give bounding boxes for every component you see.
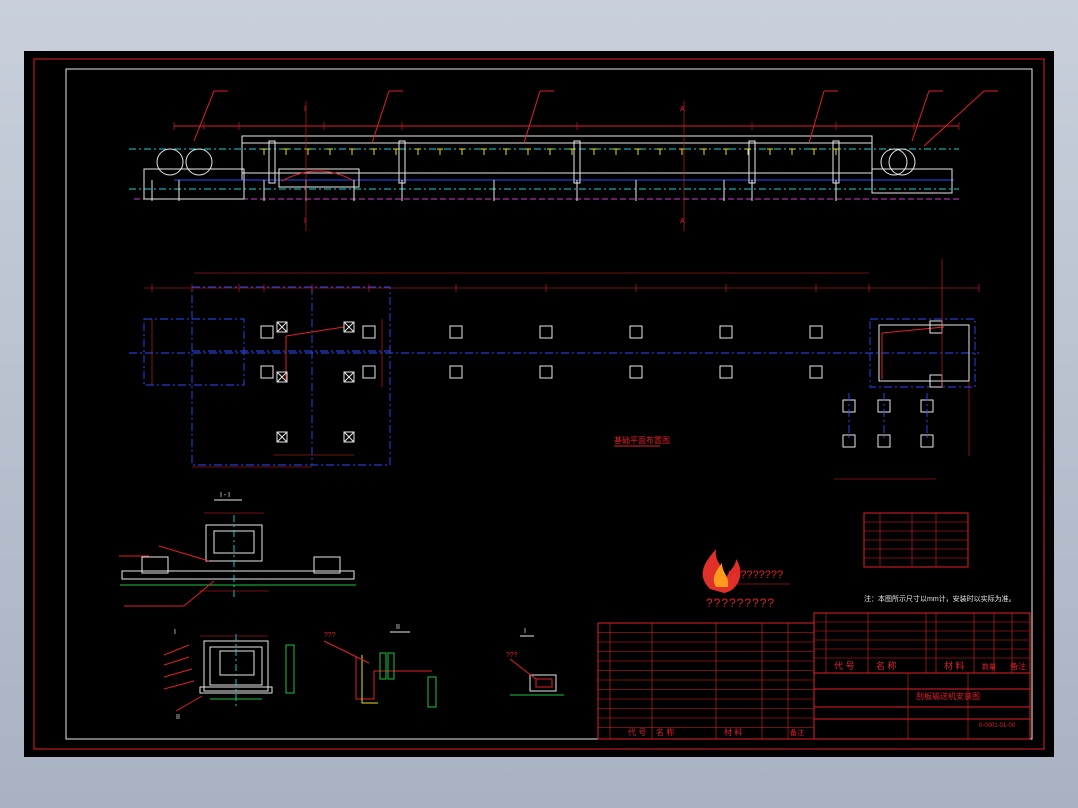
- anchor-pier: [343, 371, 355, 383]
- parts-header-remark: 备注: [790, 728, 804, 737]
- drawing-note: 注：本图所示尺寸以mm计，安装时以实际为准。: [864, 594, 1016, 603]
- foundation-pier: [719, 325, 733, 339]
- leader-line: [923, 90, 985, 147]
- conveyor-post: [268, 140, 276, 184]
- title-header-remark: 备注: [1010, 661, 1026, 671]
- leader-line: [163, 668, 193, 678]
- legend-table: [863, 512, 969, 568]
- detail-I2-label: I: [524, 628, 526, 635]
- leader-line: [163, 656, 190, 666]
- foundation-pier: [362, 365, 376, 379]
- leader-line: [193, 90, 215, 142]
- parts-list: 代 号 名 称 材 料 备注: [597, 622, 815, 740]
- foundation-pier: [877, 434, 891, 448]
- anchor-pier-cross: [276, 431, 288, 443]
- leader-line: [163, 644, 190, 656]
- company-logo: ????????? ?????????: [702, 549, 790, 610]
- detail-I-view: I II: [163, 629, 295, 721]
- anchor-pier: [276, 431, 288, 443]
- leader-line: [175, 695, 203, 712]
- detail-I-label: I: [174, 629, 176, 636]
- outer-frame: [33, 58, 1045, 750]
- section-mark-A-top: A: [680, 106, 685, 113]
- foundation-pier: [809, 325, 823, 339]
- anchor-pier-cross: [343, 431, 355, 443]
- foundation-pier: [842, 434, 856, 448]
- parts-header-material: 材 料: [724, 727, 742, 737]
- leader-line: [371, 90, 390, 144]
- foundation-pier: [719, 365, 733, 379]
- foundation-pier: [629, 325, 643, 339]
- anchor-pier: [343, 321, 355, 333]
- title-header-code: 代 号: [834, 661, 855, 671]
- foundation-pier: [449, 325, 463, 339]
- detail-I2-view: I ???: [506, 628, 564, 696]
- logo-name: ?????????: [728, 569, 783, 581]
- anchor-pier: [276, 371, 288, 383]
- title-header-name: 名 称: [876, 660, 897, 671]
- elevation-view: I I A A: [129, 90, 998, 231]
- detail-II-view: II ???: [323, 624, 437, 708]
- section-I-I-label: I - I: [220, 492, 230, 499]
- detail-II-label: II: [396, 624, 400, 631]
- logo-tagline: ?????????: [706, 596, 775, 610]
- section-mark-A-bottom: A: [680, 218, 685, 225]
- foundation-pier: [362, 325, 376, 339]
- conveyor-post: [398, 140, 406, 184]
- plan-caption: 基础平面布置图: [614, 435, 670, 445]
- detail-II-callout: ???: [324, 632, 336, 639]
- foundation-pier: [539, 365, 553, 379]
- anchor-pier: [343, 431, 355, 443]
- conveyor-post: [832, 140, 840, 184]
- cad-drawing-sheet: I I A A 基础平面布置图 I - I: [24, 51, 1054, 757]
- foundation-pier: [920, 434, 934, 448]
- inner-frame: [65, 68, 1033, 740]
- anchor-pier: [276, 321, 288, 333]
- conveyor-post: [573, 140, 581, 184]
- title-header-qty: 数量: [982, 662, 996, 671]
- detail-I2-callout: ???: [506, 652, 518, 659]
- foundation-pier: [539, 325, 553, 339]
- foundation-pier: [260, 365, 274, 379]
- anchor-pier-cross: [276, 371, 288, 383]
- foundation-plan: 基础平面布置图: [129, 259, 980, 480]
- section-I-I-view: I - I: [119, 492, 356, 607]
- foundation-pier: [809, 365, 823, 379]
- foundation-pier: [260, 325, 274, 339]
- anchor-pier-cross: [343, 321, 355, 333]
- parts-header-code: 代 号: [628, 727, 646, 737]
- section-mark-I-bottom: I: [304, 218, 306, 225]
- foundation-pier: [629, 365, 643, 379]
- foundation-pier: [449, 365, 463, 379]
- leader-line: [163, 680, 195, 690]
- anchor-pier-cross: [343, 371, 355, 383]
- section-mark-I-top: I: [304, 106, 306, 113]
- leader-line: [523, 90, 541, 144]
- drawing-title: 刮板输送机安装图: [916, 691, 980, 701]
- title-header-material: 材 料: [944, 660, 965, 671]
- conveyor-post: [748, 140, 756, 184]
- cad-drawing: I I A A 基础平面布置图 I - I: [33, 58, 1045, 750]
- detail-II-mark: II: [176, 714, 180, 721]
- title-block: 代 号 名 称 材 料 数量 备注 刮板输送机安装图 0-0001-01-00: [813, 612, 1031, 740]
- parts-header-name: 名 称: [656, 727, 674, 737]
- anchor-pier-cross: [276, 321, 288, 333]
- leader-line: [911, 90, 930, 142]
- leader-line: [808, 90, 825, 144]
- drawing-number: 0-0001-01-00: [979, 723, 1016, 729]
